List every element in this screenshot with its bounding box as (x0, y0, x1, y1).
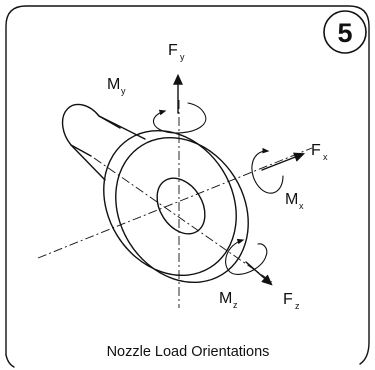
frame-corner-left (5, 354, 15, 368)
force-fz-arrow (245, 261, 273, 286)
label-fy-main: F (168, 42, 178, 59)
label-my-sub: y (121, 86, 126, 96)
label-fz-sub: z (295, 301, 300, 311)
label-my: M y (107, 76, 126, 96)
label-mx-sub: x (299, 201, 304, 211)
label-fz-main: F (283, 291, 293, 308)
step-badge-circle (323, 10, 367, 54)
label-fx-sub: x (323, 152, 328, 162)
moment-mx-arrow (251, 147, 284, 194)
frame-border (5, 5, 370, 365)
label-my-main: M (107, 76, 120, 93)
step-badge-number: 5 (337, 18, 352, 48)
flange-bore (156, 177, 206, 235)
centerlines (37, 100, 313, 308)
label-fx: F x (311, 142, 328, 162)
nozzle-pipe (61, 103, 146, 181)
step-badge: 5 (323, 10, 367, 54)
moment-mz-arrow (225, 238, 268, 275)
flange-front-face (115, 136, 249, 284)
flange-back-rim (103, 129, 237, 277)
label-fy-sub: y (180, 52, 185, 62)
label-mz-sub: z (233, 300, 238, 310)
force-fx-arrow (261, 152, 306, 171)
pipe-end-cap (61, 103, 121, 157)
label-mx-main: M (285, 191, 298, 208)
label-fy: F y (168, 42, 185, 62)
centerline-axial (93, 157, 273, 283)
figure-caption: Nozzle Load Orientations (107, 344, 270, 360)
label-fx-main: F (311, 142, 321, 159)
moment-my-arrow (153, 102, 207, 134)
label-fz: F z (283, 291, 300, 311)
label-mx: M x (285, 191, 304, 211)
label-mz: M z (219, 290, 238, 310)
flange (103, 129, 249, 284)
label-mz-main: M (219, 290, 232, 307)
centerline-horizontal (37, 147, 313, 259)
pipe-body-lines (70, 115, 146, 181)
